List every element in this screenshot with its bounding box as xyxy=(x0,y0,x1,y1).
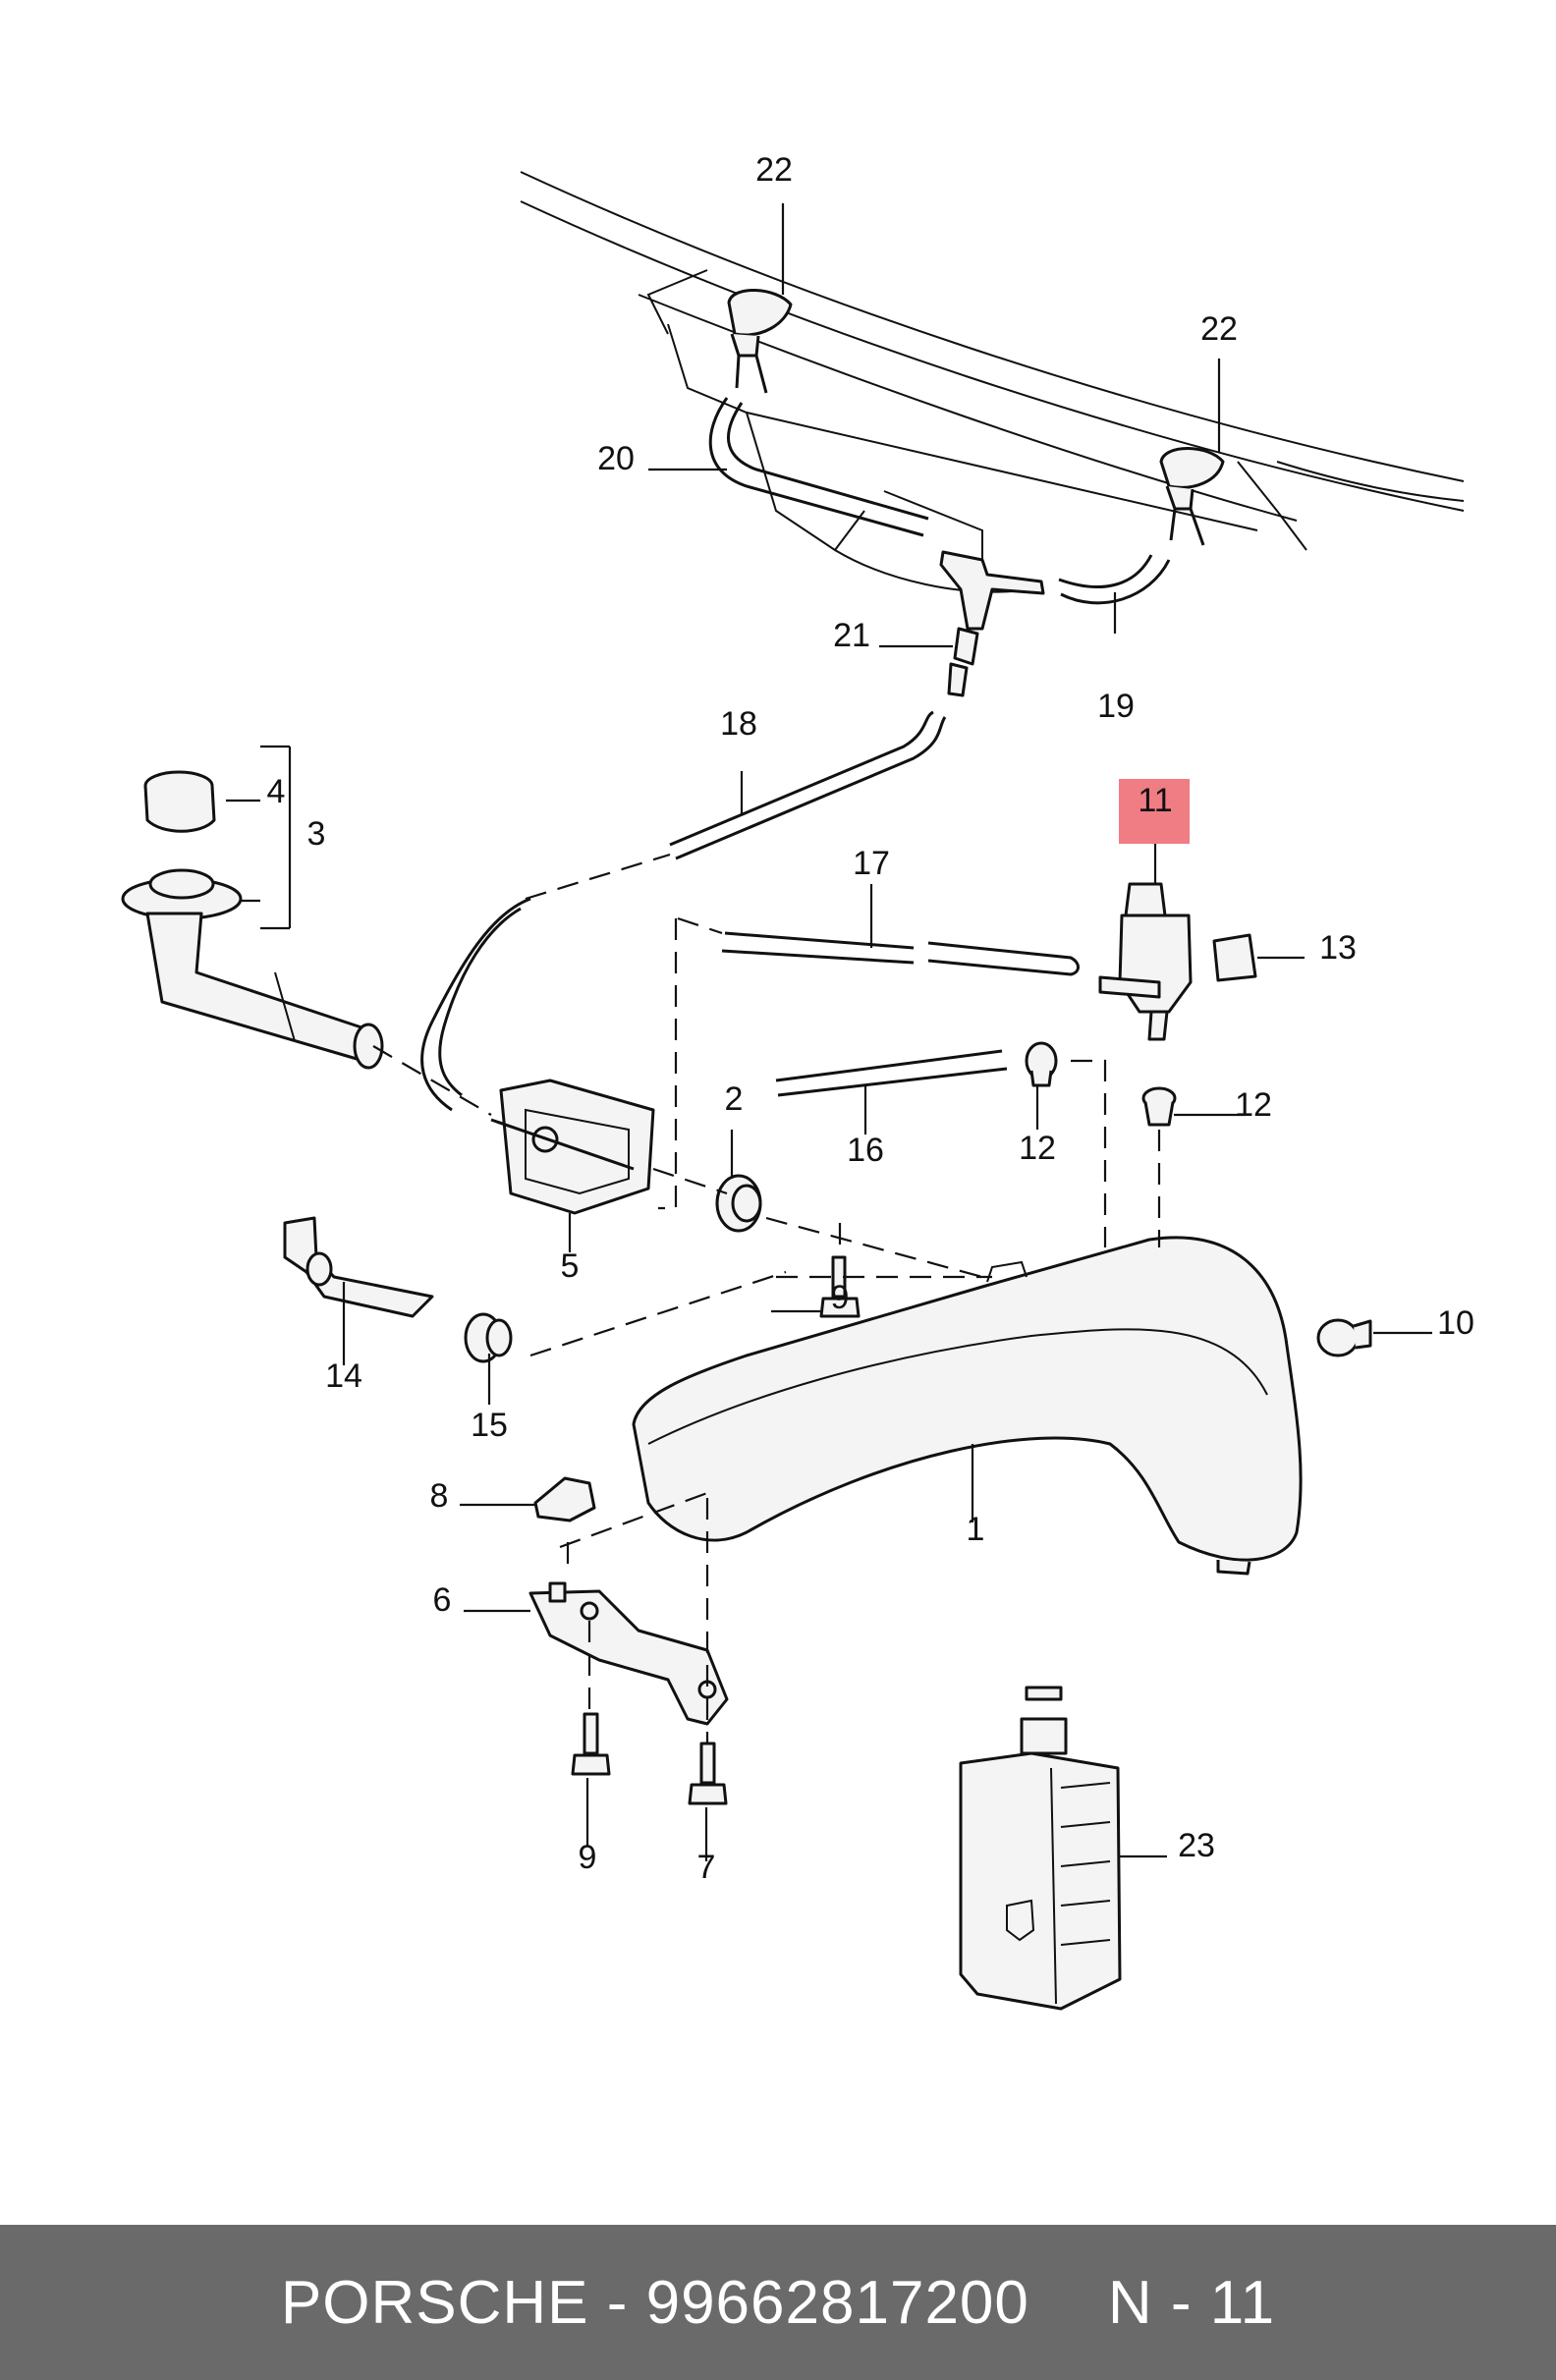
grommet-12-b xyxy=(1141,1086,1177,1127)
callout-9: 9 xyxy=(831,1279,850,1316)
washer-pump-11 xyxy=(1098,882,1193,1041)
grommet-12-a xyxy=(1025,1041,1058,1087)
callout-22: 22 xyxy=(1200,310,1238,348)
washer-nozzle-right xyxy=(1159,447,1225,546)
parts-diagram: 1234567899101112121314151617181920212222… xyxy=(121,151,1474,2011)
callout-3: 3 xyxy=(307,815,326,853)
callout-19: 19 xyxy=(1097,688,1135,725)
callout-16: 16 xyxy=(847,1132,884,1169)
callout-13: 13 xyxy=(1319,929,1357,967)
callout-14: 14 xyxy=(325,1357,362,1395)
washer-nozzle-left xyxy=(727,289,793,394)
callout-10: 10 xyxy=(1437,1304,1474,1342)
callout-15: 15 xyxy=(471,1407,508,1444)
callout-11: 11 xyxy=(1138,782,1172,819)
bracket-5 xyxy=(490,1079,655,1215)
grommet-2 xyxy=(715,1174,762,1233)
clip-13 xyxy=(1212,933,1257,982)
callout-1: 1 xyxy=(967,1511,985,1548)
callout-6: 6 xyxy=(433,1581,452,1619)
leader-lines xyxy=(226,203,1432,1861)
hose-18 xyxy=(669,710,947,860)
callout-22: 22 xyxy=(755,151,793,189)
callout-17: 17 xyxy=(853,845,890,882)
part-number: 99662817200 xyxy=(645,2268,1029,2337)
callout-18: 18 xyxy=(720,705,757,743)
grommet-10 xyxy=(1316,1318,1372,1357)
callout-21: 21 xyxy=(833,617,870,654)
callout-8: 8 xyxy=(430,1477,449,1515)
fluid-bottle-23 xyxy=(959,1686,1122,2011)
hose-20 xyxy=(708,397,929,537)
level-sensor-14 xyxy=(283,1216,434,1318)
hose-19 xyxy=(1058,554,1171,605)
clip-8 xyxy=(533,1476,596,1522)
callout-7: 7 xyxy=(697,1849,716,1886)
callout-20: 20 xyxy=(597,440,635,477)
hose-17 xyxy=(721,931,1080,976)
brand-name: PORSCHE xyxy=(280,2268,589,2337)
footer-bar: PORSCHE - 99662817200 N - 11 xyxy=(0,2225,1556,2380)
bolt-7 xyxy=(688,1742,728,1805)
callout-12: 12 xyxy=(1235,1086,1272,1124)
bolt-9-lower xyxy=(571,1712,611,1776)
callout-23: 23 xyxy=(1178,1827,1215,1864)
highlight-box xyxy=(1119,779,1190,844)
callout-2: 2 xyxy=(725,1080,744,1118)
callout-4: 4 xyxy=(267,773,286,810)
hose-16 xyxy=(775,1049,1008,1097)
callout-5: 5 xyxy=(561,1247,580,1285)
hose-filler xyxy=(420,897,531,1112)
separator: - xyxy=(606,2268,629,2337)
bracket-6 xyxy=(528,1581,729,1726)
grommet-15 xyxy=(464,1312,513,1363)
t-connector-21 xyxy=(939,550,1045,697)
washer-reservoir-1 xyxy=(632,1236,1303,1576)
hood-outline xyxy=(520,171,1465,593)
assembly-lines xyxy=(372,853,1161,1743)
filler-neck-3 xyxy=(121,868,384,1070)
callout-12: 12 xyxy=(1019,1130,1056,1167)
callout-9: 9 xyxy=(579,1839,597,1876)
reservoir-cap-4 xyxy=(143,770,216,833)
reference-code: N - 11 xyxy=(1107,2268,1276,2337)
